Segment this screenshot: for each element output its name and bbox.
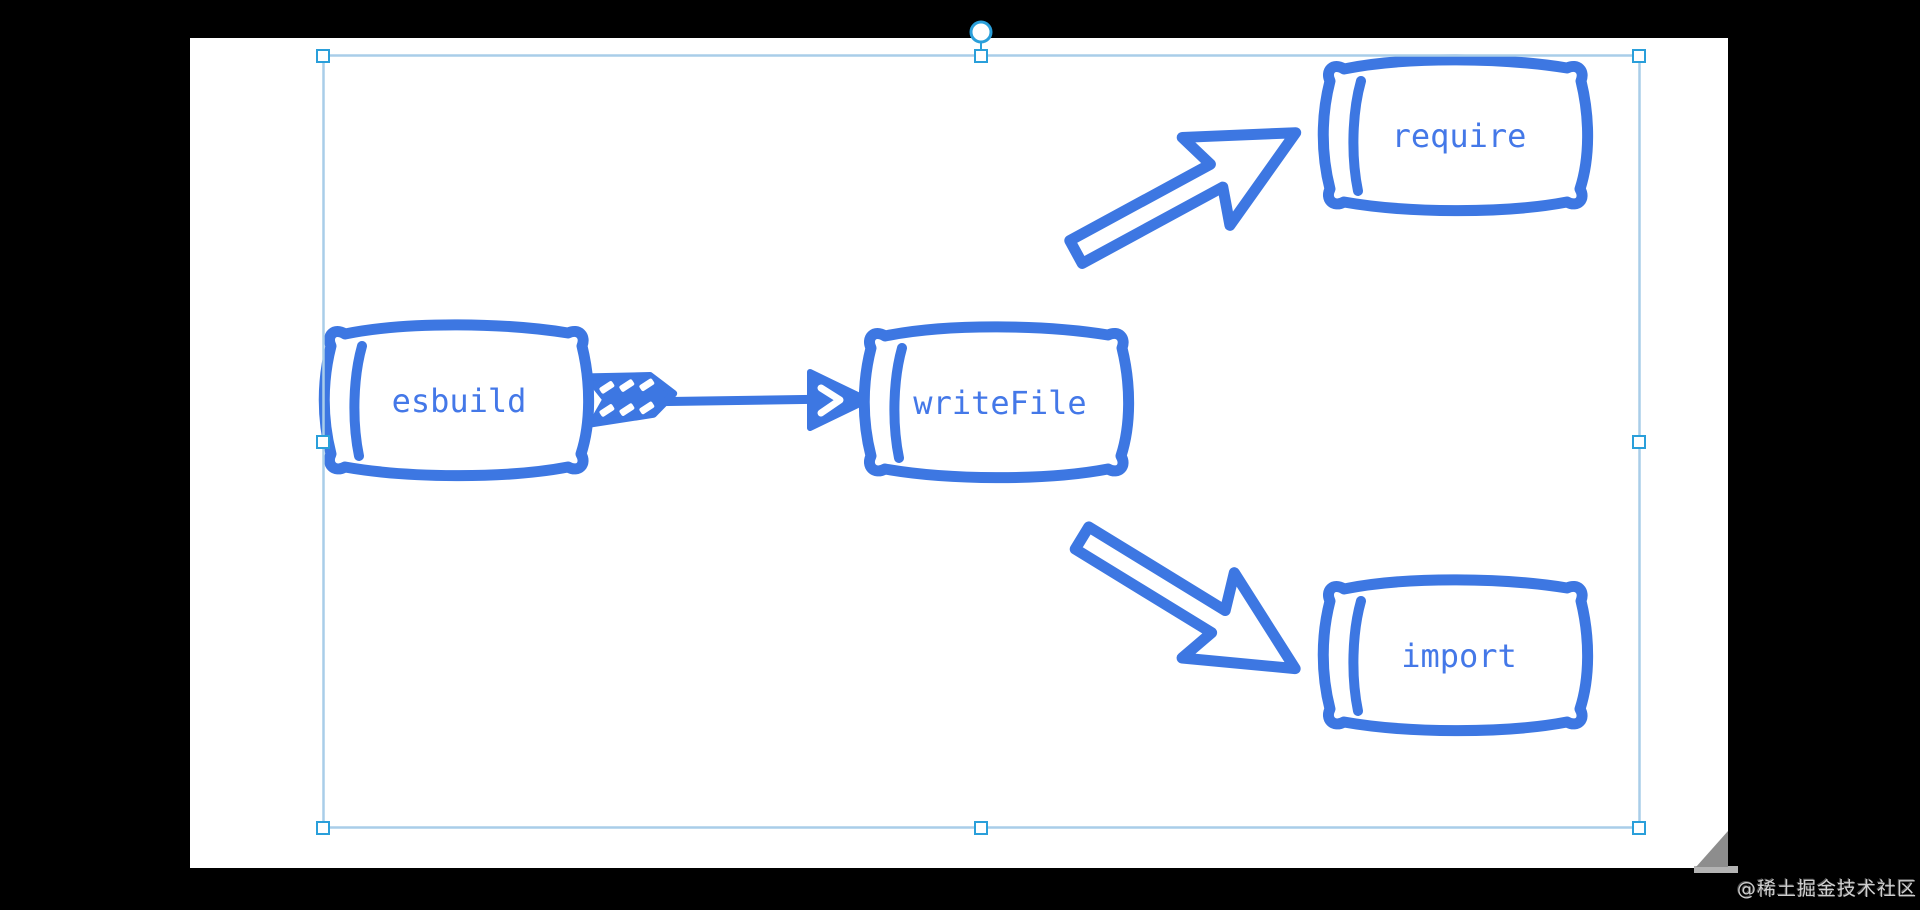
selection-handle-top-left[interactable] (316, 49, 330, 63)
selection-handle-bottom-left[interactable] (316, 821, 330, 835)
node-import[interactable]: import (1323, 580, 1587, 731)
rotation-handle[interactable] (969, 20, 993, 44)
edge-writefile-require[interactable] (1052, 89, 1319, 296)
node-esbuild[interactable]: esbuild (324, 325, 588, 476)
edge-writefile-import[interactable] (1056, 495, 1321, 711)
node-label-writefile: writeFile (913, 384, 1086, 422)
node-writefile[interactable]: writeFile (864, 327, 1128, 478)
selection-handle-middle-right[interactable] (1632, 435, 1646, 449)
arrow-head-icon (807, 369, 871, 431)
selection-handle-top-center[interactable] (974, 49, 988, 63)
node-label-import: import (1401, 637, 1517, 675)
arrow-fletching-icon (584, 371, 678, 428)
node-label-esbuild: esbuild (392, 382, 527, 420)
selection-handle-bottom-center[interactable] (974, 821, 988, 835)
selection-handle-bottom-right[interactable] (1632, 821, 1646, 835)
edge-esbuild-writefile[interactable] (584, 369, 871, 431)
node-require[interactable]: require (1323, 60, 1587, 211)
selection-box (316, 20, 1646, 835)
page-curl (1694, 831, 1738, 873)
selection-handle-top-right[interactable] (1632, 49, 1646, 63)
selection-handle-middle-left[interactable] (316, 435, 330, 449)
watermark: @稀土掘金技术社区 (1736, 878, 1917, 900)
node-label-require: require (1392, 117, 1527, 155)
